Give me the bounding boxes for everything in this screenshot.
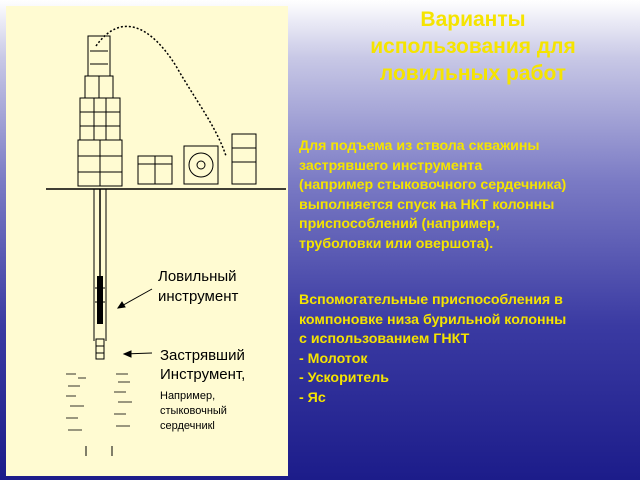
well-diagram-drawing	[46, 25, 286, 456]
perforation-zone-right	[114, 373, 132, 427]
stuck-tool-label: Застрявший Инструмент,	[160, 347, 246, 383]
power-pack	[231, 133, 257, 185]
description-paragraph: Для подъема из ствола скважины застрявше…	[299, 138, 567, 252]
auxiliary-tools-paragraph: Вспомогательные приспособления в компоно…	[299, 292, 567, 406]
tubing-arc	[95, 25, 227, 157]
fishing-tool-label: Ловильный инструмент	[158, 268, 239, 305]
reel-housing	[183, 145, 219, 185]
perforation-zone-left	[66, 373, 86, 431]
stuck-tool-body	[95, 338, 105, 360]
slide-title: Варианты использования для ловильных раб…	[370, 8, 576, 85]
tubing-reel	[188, 152, 214, 178]
well-diagram: Ловильный инструмент Застрявший Инструме…	[6, 6, 288, 476]
bop-stack	[79, 97, 121, 141]
fishing-tool-body	[97, 276, 103, 324]
stuck-tool-example-label: Например, стыковочный сердечникl	[160, 390, 227, 432]
